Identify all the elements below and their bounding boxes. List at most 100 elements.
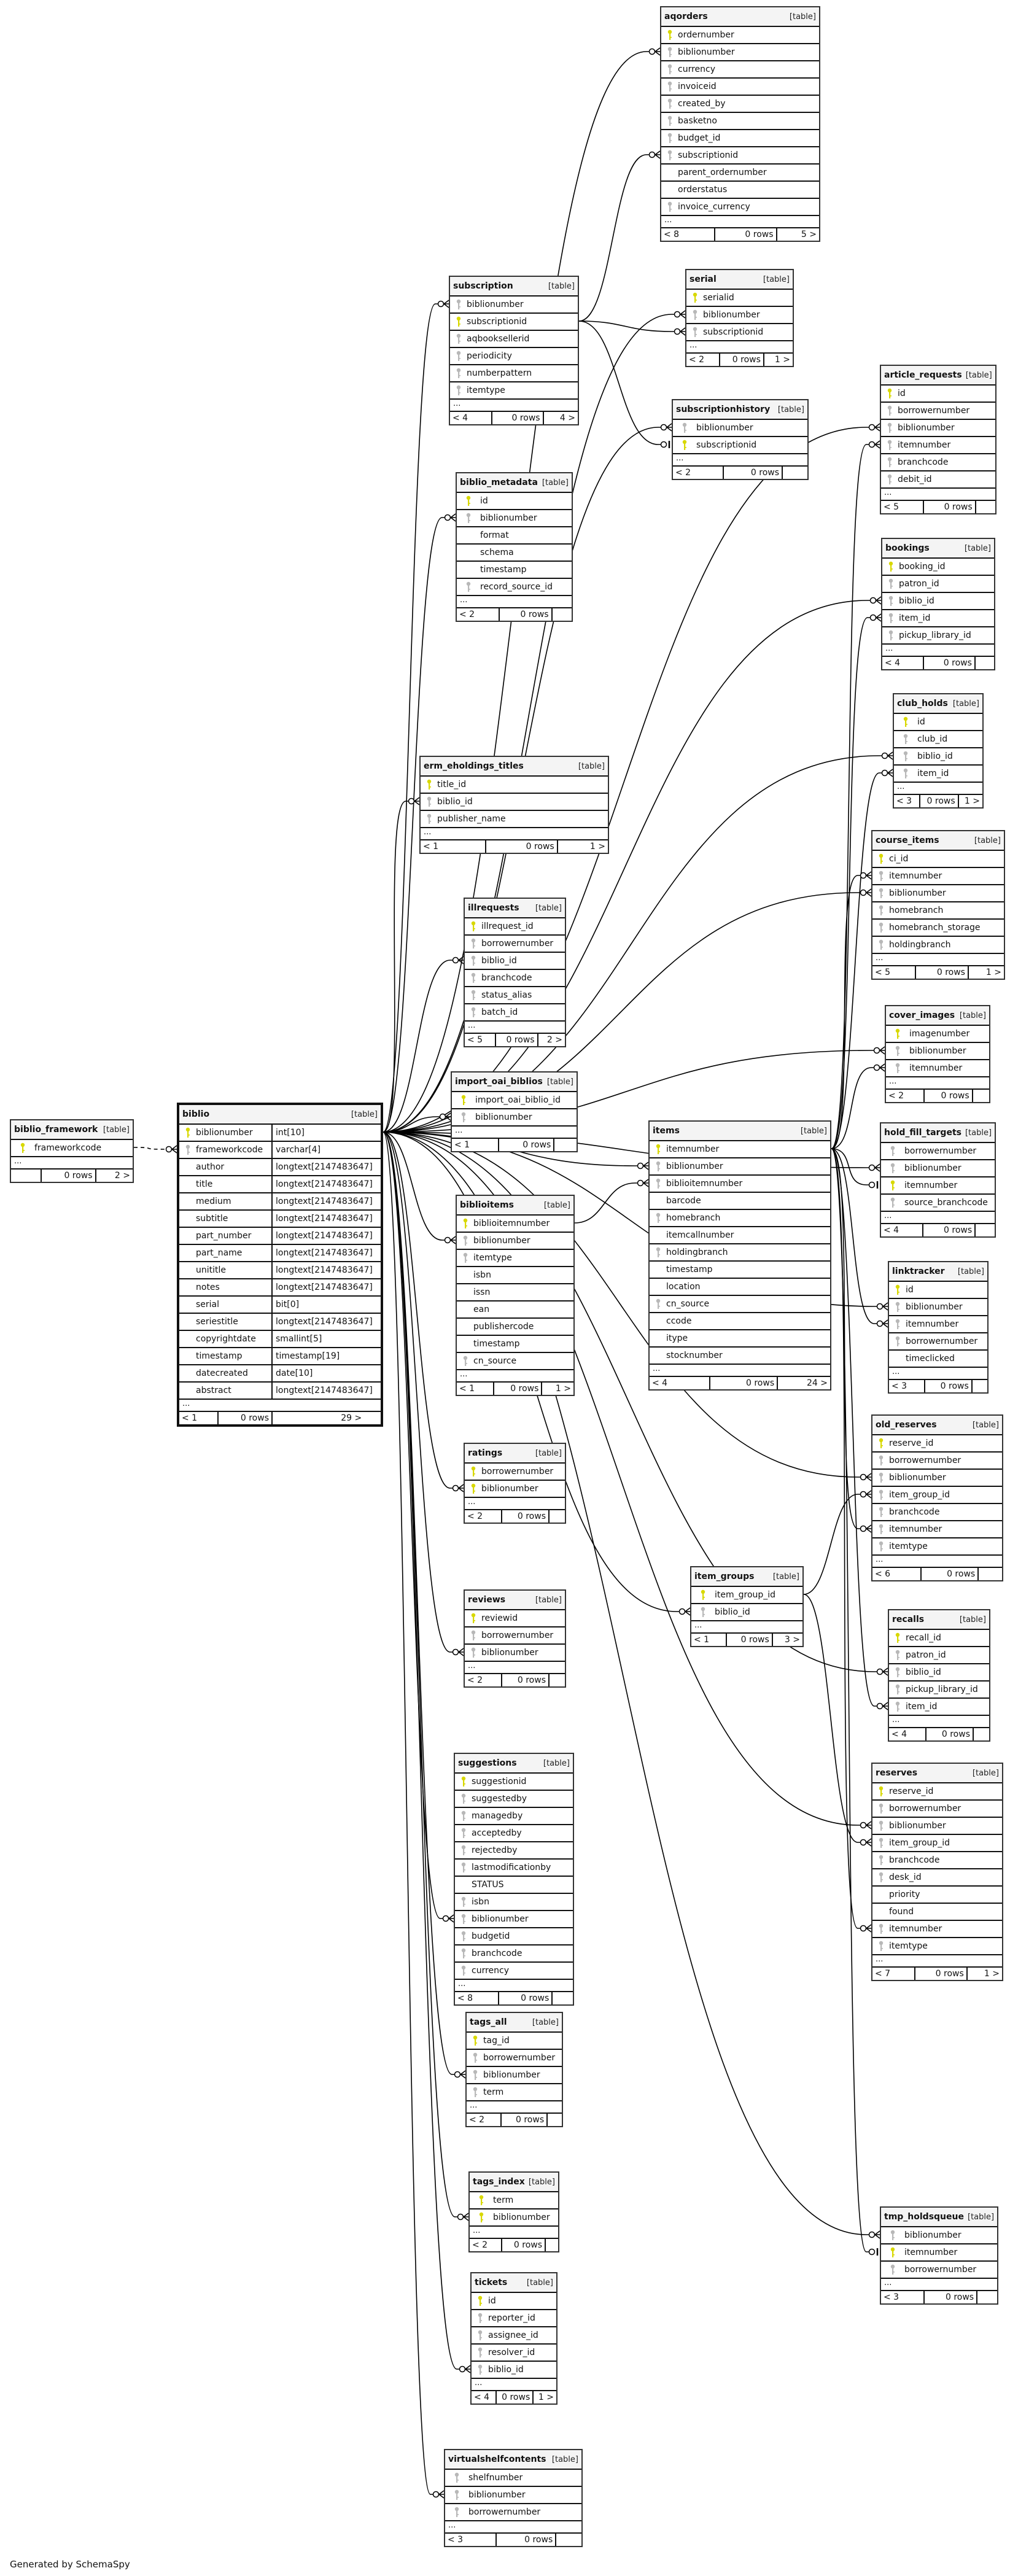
parents-count[interactable]: < 2 <box>459 610 475 619</box>
column-row[interactable]: stocknumber <box>650 1346 830 1364</box>
column-row[interactable]: biblionumber <box>872 884 1004 901</box>
column-row[interactable]: basketno <box>661 112 819 129</box>
table-name[interactable]: cover_images <box>889 1011 955 1020</box>
table-name[interactable]: reviews <box>468 1595 506 1605</box>
column-row[interactable]: itemnumber <box>881 436 995 453</box>
more-columns-indicator[interactable]: ... <box>465 1020 565 1033</box>
column-row[interactable]: biblioitemnumber <box>457 1214 573 1232</box>
children-count[interactable] <box>973 1380 987 1392</box>
table-name[interactable]: erm_eholdings_titles <box>424 761 524 771</box>
column-row[interactable]: itemnumber <box>872 867 1004 884</box>
parents-count[interactable]: < 3 <box>448 2535 464 2545</box>
column-row[interactable]: biblionumber <box>889 1298 987 1315</box>
column-row[interactable]: ordernumber <box>661 26 819 43</box>
more-columns-indicator[interactable]: ... <box>889 1715 989 1727</box>
table-name[interactable]: club_holds <box>897 699 948 708</box>
more-columns-indicator[interactable]: ... <box>11 1156 133 1168</box>
column-row[interactable]: STATUS <box>455 1876 573 1893</box>
column-row[interactable]: patron_id <box>882 575 994 592</box>
column-row[interactable]: borrowernumber <box>881 402 995 419</box>
column-row[interactable]: invoice_currency <box>661 198 819 215</box>
children-count[interactable] <box>556 2534 581 2546</box>
table-name[interactable]: recalls <box>892 1615 925 1624</box>
column-row[interactable]: itemnumber <box>650 1140 830 1157</box>
column-row[interactable]: subscriptionid <box>686 323 793 340</box>
column-row[interactable]: itemtype <box>872 1937 1002 1954</box>
column-row[interactable]: suggestionid <box>455 1772 573 1790</box>
column-row[interactable]: assignee_id <box>472 2326 556 2343</box>
table-name[interactable]: article_requests <box>884 370 962 380</box>
table-name[interactable]: tags_all <box>470 2017 507 2027</box>
more-columns-indicator[interactable]: ... <box>450 398 578 411</box>
more-columns-indicator[interactable]: ... <box>421 827 608 839</box>
parents-count[interactable]: < 2 <box>888 1091 904 1101</box>
column-row[interactable]: branchcode <box>872 1503 1002 1520</box>
column-row[interactable]: reporter_id <box>472 2309 556 2326</box>
column-row[interactable]: biblionumber <box>455 1910 573 1927</box>
column-row[interactable]: batch_id <box>465 1003 565 1020</box>
more-columns-indicator[interactable]: ... <box>452 1125 577 1138</box>
column-row[interactable]: schema <box>457 543 572 561</box>
more-columns-indicator[interactable]: ... <box>179 1399 381 1411</box>
children-count[interactable]: 24 > <box>807 1378 828 1388</box>
column-row[interactable]: barcode <box>650 1192 830 1209</box>
children-count[interactable] <box>553 608 572 621</box>
column-row[interactable]: branchcode <box>872 1851 1002 1868</box>
column-row[interactable]: biblionumber <box>465 1480 565 1497</box>
more-columns-indicator[interactable]: ... <box>457 595 572 607</box>
column-row[interactable]: orderstatus <box>661 180 819 198</box>
column-row[interactable]: borrowernumber <box>467 2049 562 2066</box>
more-columns-indicator[interactable]: ... <box>673 453 807 465</box>
parents-count[interactable]: < 4 <box>884 1225 899 1235</box>
column-row[interactable]: borrowernumber <box>872 1799 1002 1817</box>
parents-count[interactable]: < 6 <box>875 1569 891 1579</box>
column-row[interactable]: timeclicked <box>889 1349 987 1367</box>
column-row[interactable]: borrowernumber <box>465 1462 565 1480</box>
column-row[interactable]: timestamp <box>457 561 572 578</box>
children-count[interactable] <box>546 2239 558 2251</box>
column-row[interactable]: biblionumber <box>886 1042 989 1059</box>
table-name[interactable]: virtualshelfcontents <box>448 2454 546 2464</box>
column-row[interactable]: budgetid <box>455 1927 573 1944</box>
column-row[interactable]: borrowernumber <box>889 1332 987 1349</box>
parents-count[interactable]: < 5 <box>875 968 891 977</box>
column-row[interactable]: borrowernumber <box>465 1626 565 1643</box>
column-row[interactable]: resolver_id <box>472 2343 556 2361</box>
column-row[interactable]: biblionumber <box>661 43 819 60</box>
column-row[interactable]: itype <box>650 1329 830 1346</box>
children-count[interactable] <box>973 1090 989 1102</box>
more-columns-indicator[interactable]: ... <box>650 1364 830 1376</box>
column-row[interactable]: aqbooksellerid <box>450 330 578 347</box>
children-count[interactable] <box>977 2291 997 2303</box>
table-name[interactable]: biblio_framework <box>14 1125 98 1135</box>
column-row[interactable]: itemtype <box>872 1537 1002 1554</box>
column-row[interactable]: format <box>457 526 572 543</box>
column-row[interactable]: holdingbranch <box>872 936 1004 953</box>
column-row[interactable]: borrowernumber <box>881 1142 995 1159</box>
parents-count[interactable]: < 1 <box>182 1413 198 1423</box>
children-count[interactable]: 2 > <box>546 1035 562 1045</box>
column-row[interactable]: biblionumber <box>650 1157 830 1174</box>
column-row[interactable]: invoiceid <box>661 77 819 95</box>
children-count[interactable]: 1 > <box>538 2392 554 2402</box>
children-count[interactable] <box>548 2114 562 2126</box>
more-columns-indicator[interactable]: ... <box>465 1661 565 1673</box>
children-count[interactable]: 1 > <box>774 355 790 365</box>
